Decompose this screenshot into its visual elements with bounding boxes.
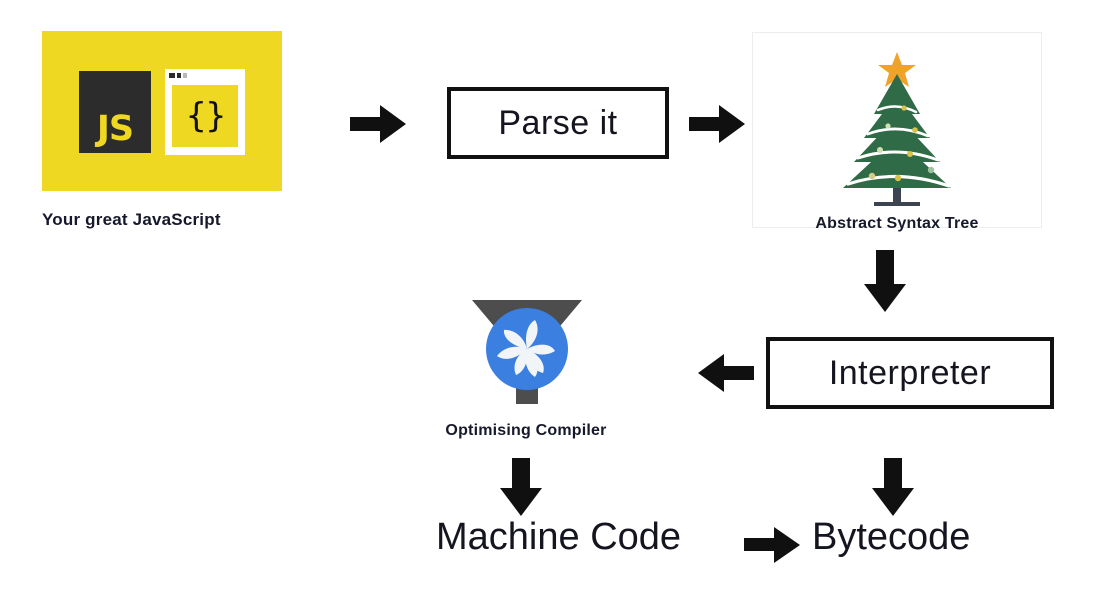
code-window-icon: {} [165, 69, 245, 155]
arrow-right-icon-js-to-parse [350, 105, 406, 143]
interpreter-label: Interpreter [828, 353, 992, 392]
parse-it-label: Parse it [498, 103, 618, 142]
interpreter-box: Interpreter [766, 337, 1054, 409]
code-window-body: {} [172, 85, 238, 147]
source-caption: Your great JavaScript [42, 210, 221, 229]
bytecode-label: Bytecode [812, 516, 971, 558]
arrow-down-icon-interpreter-to-bytecode [872, 458, 914, 516]
titlebar-dot-3 [183, 72, 187, 78]
christmas-tree-icon [843, 52, 951, 206]
tree-star-icon [878, 52, 916, 87]
arrow-down-icon-ast-to-interpreter [864, 250, 906, 312]
javascript-logo-label: JS [96, 109, 134, 149]
code-braces-label: {} [185, 96, 226, 136]
arrow-right-icon-parse-to-ast [689, 105, 745, 143]
arrow-left-icon-interpreter-to-optimising-compiler [698, 354, 754, 392]
turbine-blades [497, 320, 555, 377]
arrow-right-icon-machine-code-to-bytecode [744, 527, 800, 563]
titlebar-dot-2 [177, 72, 181, 78]
arrow-down-icon-optimising-compiler-to-machine-code [500, 458, 542, 516]
ast-caption: Abstract Syntax Tree [815, 215, 979, 232]
machine-code-label: Machine Code [436, 516, 682, 558]
parse-it-box: Parse it [447, 87, 669, 159]
turbine-funnel-icon [472, 300, 582, 404]
javascript-source-card: JS {} [42, 31, 282, 191]
javascript-logo-icon: JS [79, 71, 151, 153]
code-window-titlebar [165, 69, 245, 81]
titlebar-dot-1 [169, 72, 175, 78]
optimising-compiler-caption: Optimising Compiler [445, 422, 607, 439]
